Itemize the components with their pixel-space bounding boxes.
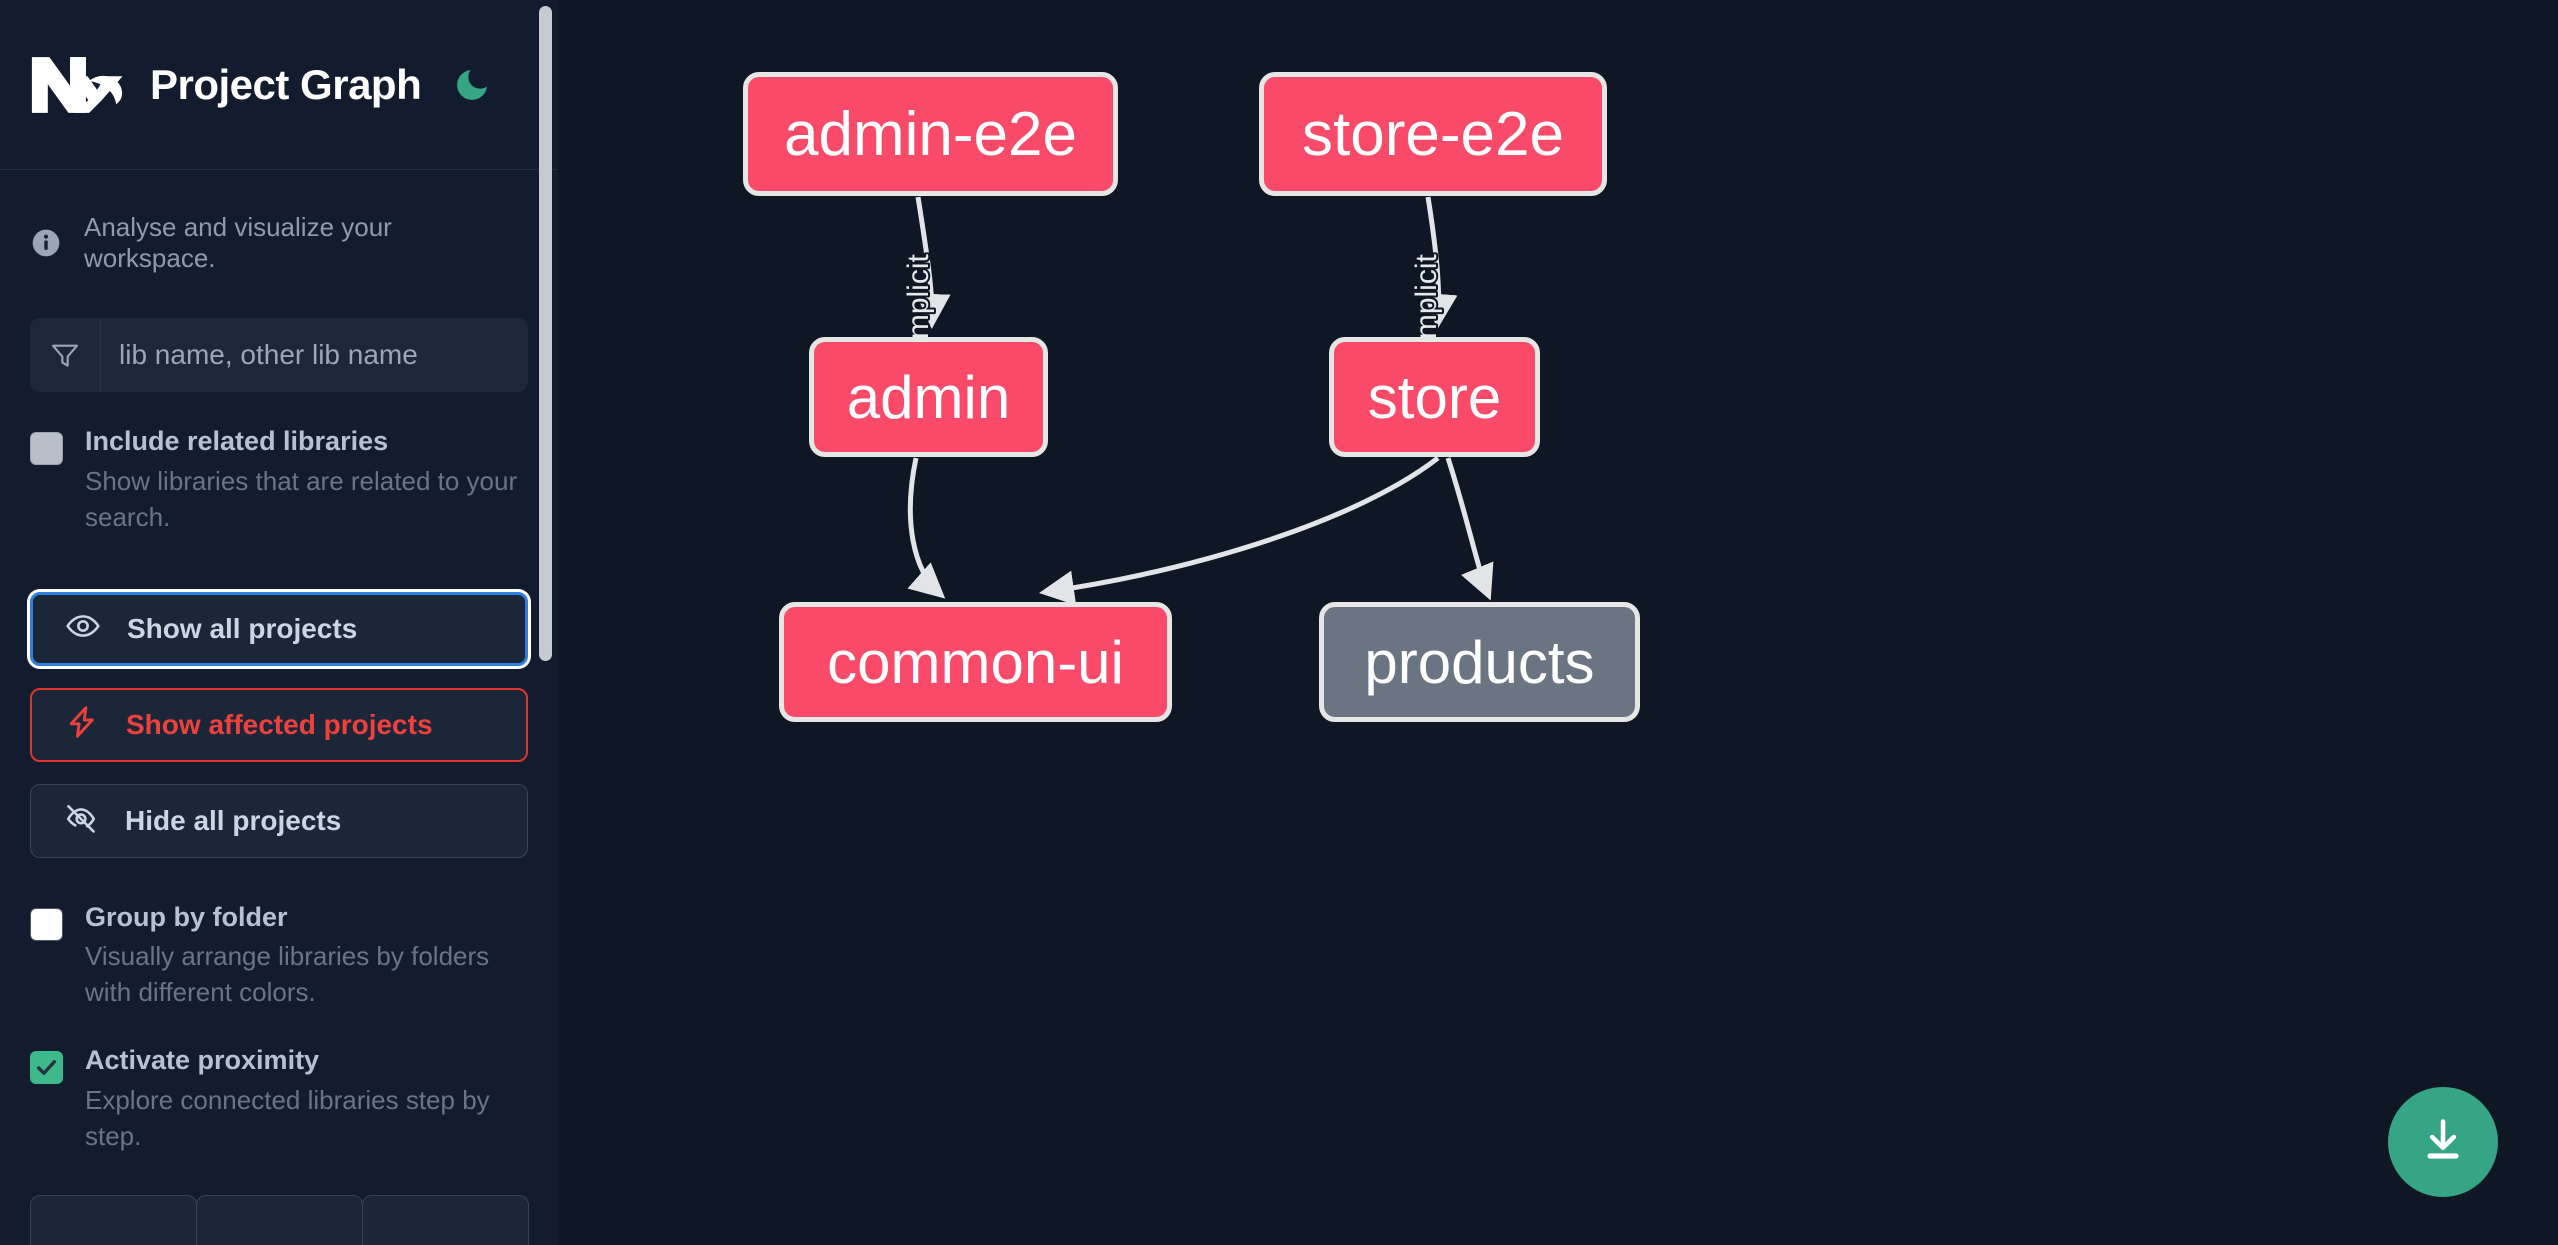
graph-node-products[interactable]: products [1319, 602, 1640, 722]
checkbox-include-related-libraries-box[interactable] [30, 432, 63, 465]
sidebar: Project Graph Analyse and visualize your… [0, 0, 558, 1245]
download-icon [2417, 1114, 2469, 1171]
checkbox-activate-proximity[interactable]: Activate proximity Explore connected lib… [30, 1045, 528, 1155]
page-title: Project Graph [150, 60, 422, 108]
graph-node-common-ui[interactable]: common-ui [779, 602, 1172, 722]
segmented-control-option-2[interactable] [196, 1195, 363, 1245]
edge-label-implicit-admin: implicit [902, 254, 935, 346]
checkbox-include-related-libraries-desc: Show libraries that are related to your … [85, 465, 518, 532]
info-circle-icon [30, 227, 62, 259]
funnel-filter-icon [30, 318, 101, 392]
graph-node-store-e2e[interactable]: store-e2e [1259, 72, 1607, 196]
edge-label-implicit-store: implicit [1410, 254, 1443, 346]
hide-all-projects-label: Hide all projects [125, 804, 342, 836]
show-affected-projects-button[interactable]: Show affected projects [30, 687, 528, 762]
eye-off-icon [63, 800, 99, 841]
checkbox-include-related-libraries[interactable]: Include related libraries Show libraries… [30, 426, 528, 536]
show-all-projects-button[interactable]: Show all projects [30, 591, 528, 666]
checkbox-group-by-folder-desc: Visually arrange libraries by folders wi… [85, 941, 490, 1008]
show-all-projects-label: Show all projects [127, 612, 358, 644]
checkbox-activate-proximity-desc: Explore connected libraries step by step… [85, 1085, 490, 1151]
sidebar-header: Project Graph [0, 0, 558, 170]
graph-node-common-ui-label: common-ui [827, 628, 1124, 696]
graph-node-store-label: store [1367, 363, 1502, 431]
nx-logo-icon [30, 54, 126, 116]
show-affected-projects-label: Show affected projects [126, 708, 433, 740]
filter-search-row [30, 318, 528, 392]
lightning-bolt-icon [64, 704, 100, 745]
checkbox-activate-proximity-label: Activate proximity [85, 1045, 320, 1076]
graph-node-products-label: products [1364, 628, 1595, 696]
sidebar-info-text: Analyse and visualize your workspace. [84, 212, 392, 273]
segmented-control-option-1[interactable] [30, 1195, 197, 1245]
checkbox-activate-proximity-box[interactable] [30, 1051, 63, 1085]
checkbox-include-related-libraries-label: Include related libraries [85, 426, 389, 456]
checkbox-group-by-folder-label: Group by folder [85, 901, 288, 932]
moon-icon[interactable] [449, 62, 495, 108]
hide-all-projects-button[interactable]: Hide all projects [30, 783, 528, 858]
graph-node-admin-e2e-label: admin-e2e [784, 99, 1077, 169]
sidebar-scrollbar[interactable] [539, 6, 552, 661]
graph-node-admin-label: admin [846, 363, 1011, 431]
segmented-control-peek[interactable] [30, 1195, 529, 1245]
segmented-control-option-3[interactable] [362, 1195, 529, 1245]
download-image-button[interactable] [2388, 1087, 2498, 1197]
checkbox-group-by-folder-box[interactable] [30, 907, 63, 941]
sidebar-info: Analyse and visualize your workspace. [0, 170, 558, 274]
graph-node-admin-e2e[interactable]: admin-e2e [743, 72, 1118, 196]
search-input[interactable] [101, 318, 528, 392]
graph-node-admin[interactable]: admin [809, 337, 1048, 457]
eye-icon [65, 608, 101, 649]
graph-node-store[interactable]: store [1329, 337, 1540, 457]
graph-edges: implicit implicit [900, 196, 1494, 606]
visibility-button-group: Show all projects Show affected projects [30, 591, 528, 858]
checkbox-group-by-folder[interactable]: Group by folder Visually arrange librari… [30, 902, 528, 1012]
graph-canvas[interactable]: implicit implicit admin-e2e store-e2e ad… [558, 0, 2558, 1245]
graph-node-store-e2e-label: store-e2e [1302, 99, 1564, 169]
